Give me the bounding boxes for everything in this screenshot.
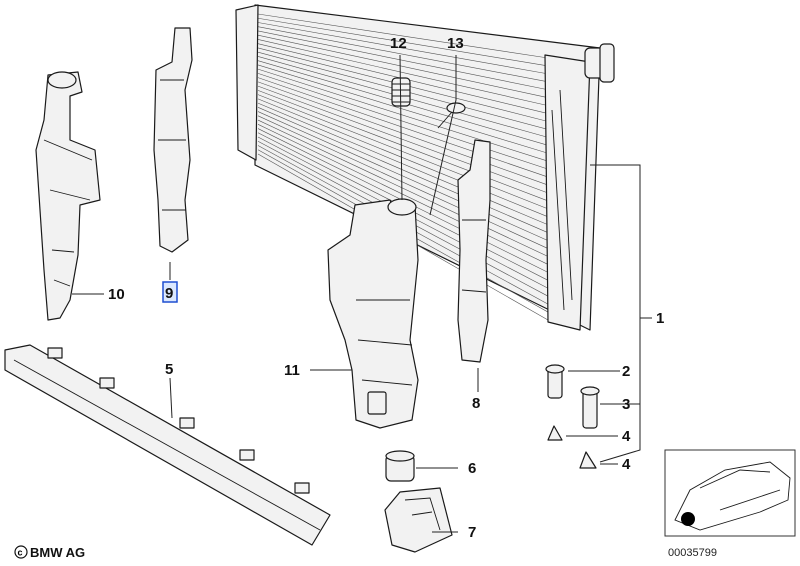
callout-8[interactable]: 8 — [472, 395, 480, 412]
radiator-fin — [257, 90, 549, 202]
callout-4-upper[interactable]: 4 — [622, 428, 631, 445]
callout-1[interactable]: 1 — [656, 310, 664, 327]
radiator-fin — [257, 85, 549, 194]
radiator-fin — [257, 34, 549, 98]
beam-clip — [47, 347, 63, 359]
radiator-fin — [257, 119, 549, 257]
radiator-fin — [257, 68, 549, 162]
callout-9[interactable]: 9 — [165, 285, 173, 302]
beam-clip — [239, 449, 255, 461]
bolt-part-3[interactable] — [580, 386, 600, 429]
callout-7[interactable]: 7 — [468, 524, 476, 541]
radiator-fin — [257, 98, 549, 218]
callout-5[interactable]: 5 — [165, 361, 173, 378]
radiator-fin — [257, 39, 549, 106]
screw-part-13[interactable] — [437, 102, 466, 129]
radiator-fin — [257, 73, 549, 170]
radiator-fin — [257, 26, 549, 83]
rubber-mount-part-6[interactable] — [385, 450, 415, 482]
vehicle-location-inset — [664, 449, 796, 537]
radiator-fin — [257, 13, 549, 59]
bracket-part-8[interactable] — [457, 139, 491, 363]
holder-part-7[interactable] — [384, 487, 453, 553]
radiator-fin — [257, 77, 549, 178]
copyright-text: BMW AG — [30, 545, 85, 560]
radiator-fin — [257, 94, 549, 210]
expansion-tank-part-11[interactable] — [327, 198, 419, 429]
beam-clip — [99, 377, 115, 389]
radiator-fin — [257, 81, 549, 186]
diagram-reference-number: 00035799 — [668, 547, 717, 559]
callout-13[interactable]: 13 — [447, 35, 464, 52]
radiator-fin — [257, 124, 549, 265]
radiator-fin — [257, 115, 549, 249]
radiator-fin — [257, 17, 549, 67]
radiator-fin — [257, 102, 549, 226]
callout-3[interactable]: 3 — [622, 396, 630, 413]
beam-clip — [294, 482, 310, 494]
callout-6[interactable]: 6 — [468, 460, 476, 477]
radiator-fin — [257, 64, 549, 154]
leader-lines — [72, 54, 652, 533]
bolt-part-2[interactable] — [545, 364, 565, 399]
location-dot-icon — [681, 512, 695, 526]
radiator-fin — [257, 30, 549, 91]
radiator-part-1[interactable] — [235, 4, 615, 331]
bracket-part-9[interactable] — [153, 27, 193, 253]
callout-12[interactable]: 12 — [390, 35, 407, 52]
callout-10[interactable]: 10 — [108, 286, 125, 303]
callout-2[interactable]: 2 — [622, 363, 630, 380]
copyright-icon-glyph: c — [18, 548, 23, 558]
callout-9-highlight — [162, 281, 178, 303]
callout-4-lower[interactable]: 4 — [622, 456, 631, 473]
grommet-part-4-upper[interactable] — [547, 425, 563, 441]
bracket-part-10[interactable] — [35, 71, 101, 321]
callout-11[interactable]: 11 — [284, 362, 300, 379]
beam-clip — [179, 417, 195, 429]
radiator-fin — [257, 111, 549, 241]
grommet-part-4-lower[interactable] — [579, 451, 597, 469]
support-beam-part-5[interactable] — [4, 344, 331, 546]
copyright-icon — [14, 545, 28, 559]
radiator-fin — [257, 22, 549, 75]
radiator-fin — [257, 107, 549, 233]
